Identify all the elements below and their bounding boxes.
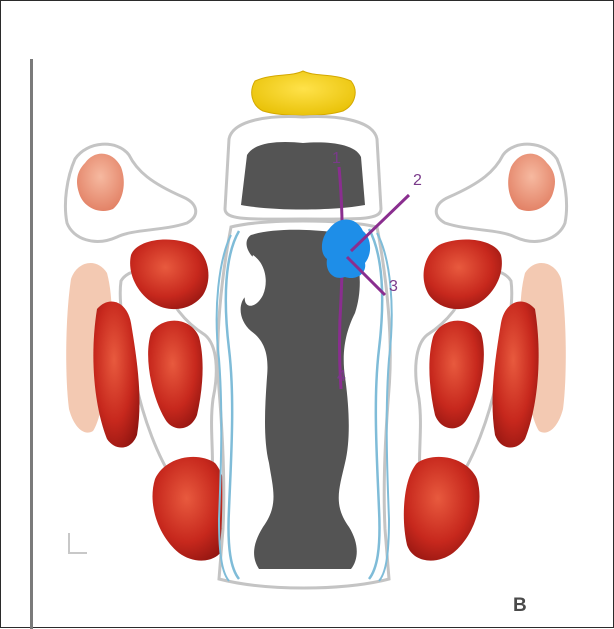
label-1: 1 xyxy=(332,150,341,167)
label-4: 4 xyxy=(337,368,346,385)
label-2: 2 xyxy=(413,172,422,189)
scale-mark xyxy=(69,533,87,553)
fat-pad xyxy=(252,71,355,116)
label-3: 3 xyxy=(389,278,398,295)
right-lower-red-muscle xyxy=(404,457,480,561)
anatomical-diagram: 1 2 3 4 B xyxy=(30,59,599,629)
panel-label: B xyxy=(513,595,527,616)
left-lower-red-muscle xyxy=(152,457,228,561)
upper-chamber xyxy=(241,142,365,209)
